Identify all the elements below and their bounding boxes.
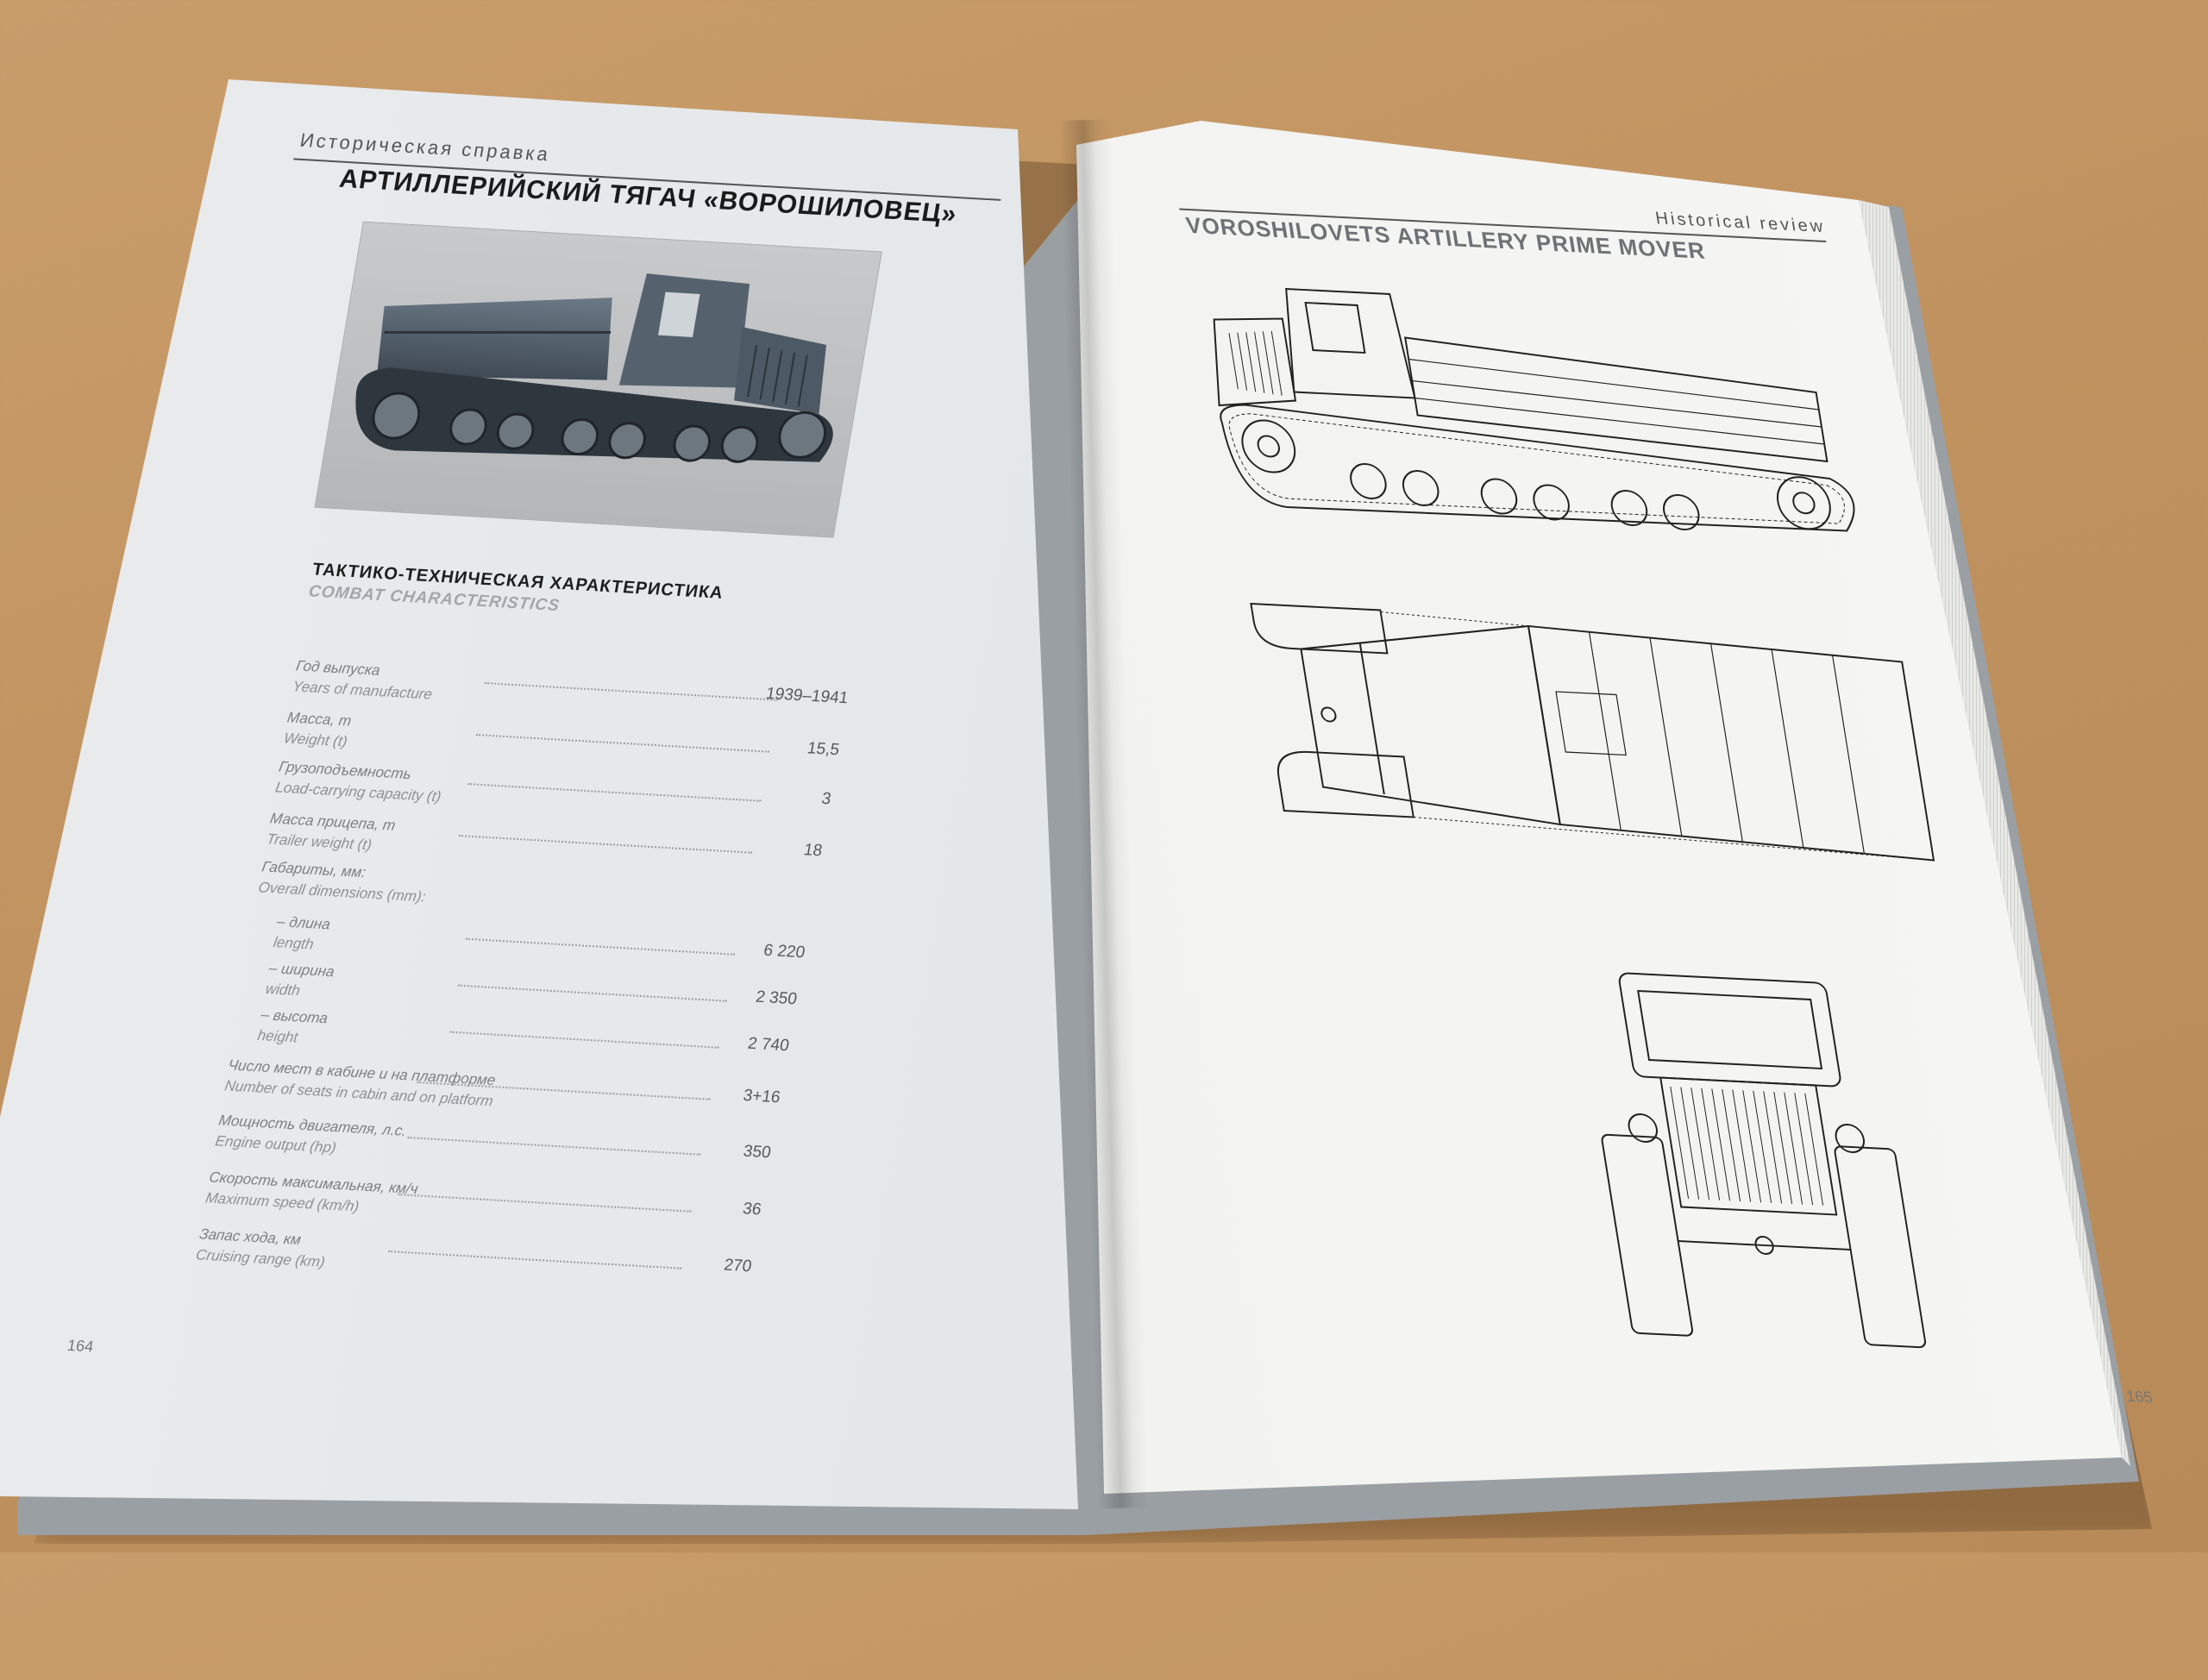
front-view-drawing xyxy=(1601,972,1927,1349)
right-page-content: VOROSHILOVETS ARTILLERY PRIME MOVER Hist… xyxy=(1179,208,2155,1407)
tractor-photo-image xyxy=(355,273,833,463)
top-view-drawing xyxy=(1250,602,1935,862)
left-page-number: 164 xyxy=(66,1336,95,1356)
tractor-photo xyxy=(314,221,882,538)
photo-scene: Историческая справка АРТИЛЛЕРИЙСКИЙ ТЯГА… xyxy=(0,79,2154,1544)
right-page-number: 165 xyxy=(2124,1387,2155,1407)
right-title: VOROSHILOVETS ARTILLERY PRIME MOVER xyxy=(1183,211,1708,264)
side-view-drawing xyxy=(1213,287,1855,532)
